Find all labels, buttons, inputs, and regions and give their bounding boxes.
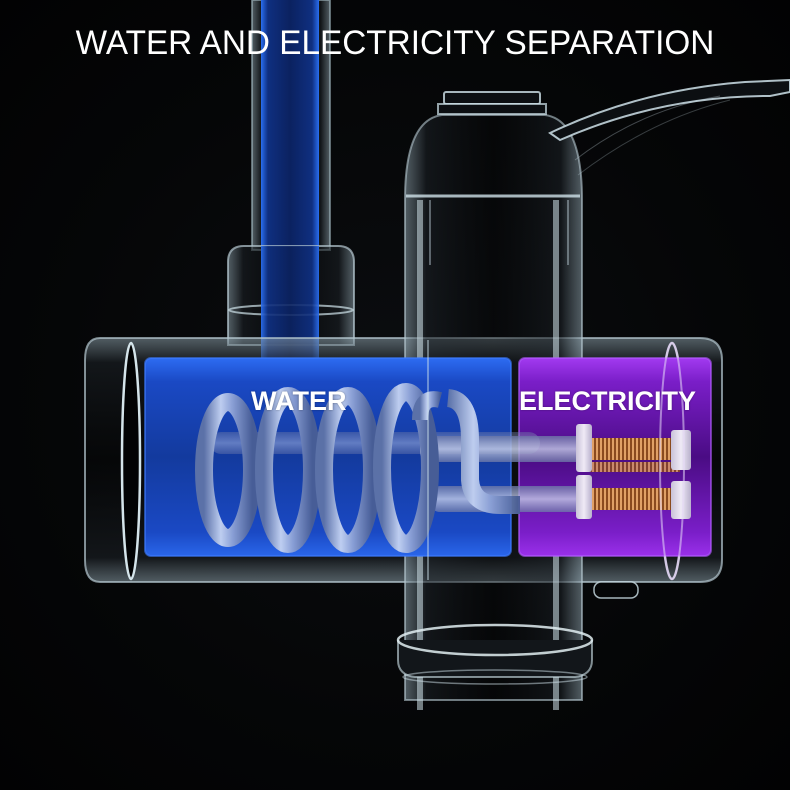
base-ring <box>396 623 594 685</box>
headline-title: WATER AND ELECTRICITY SEPARATION <box>75 24 715 62</box>
electricity-label: ELECTRICITY <box>519 386 697 416</box>
side-button <box>593 581 639 599</box>
copper-terminals <box>576 424 691 519</box>
inlet-pipe <box>251 0 331 360</box>
heating-coil <box>195 383 595 553</box>
lever-handle <box>548 78 790 176</box>
water-label: WATER <box>251 386 347 416</box>
